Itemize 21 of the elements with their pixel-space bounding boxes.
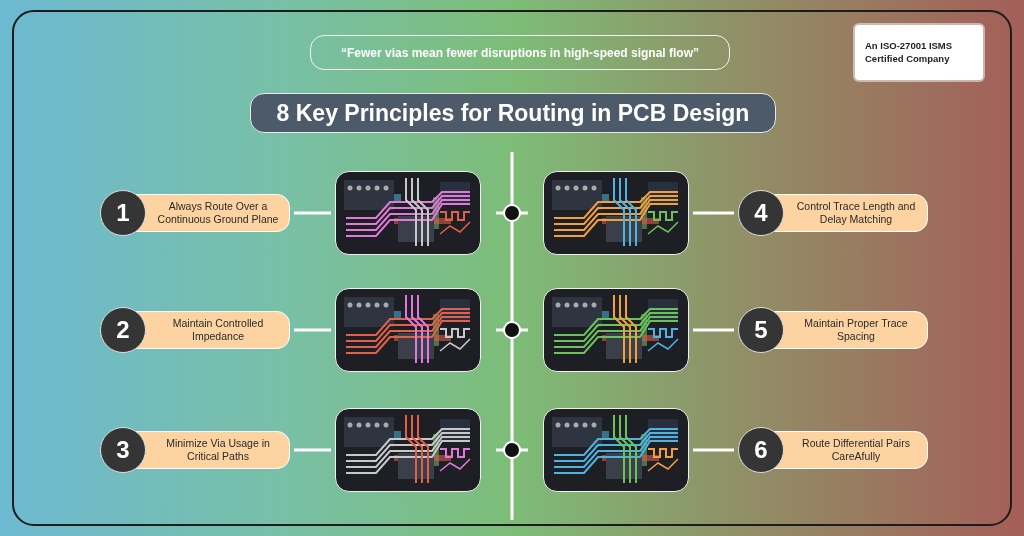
pcb-screenshot-drawing: [335, 408, 481, 492]
connector-line: [294, 448, 331, 452]
connector-line: [693, 211, 734, 215]
step-number: 5: [738, 307, 784, 353]
pcb-screenshot-drawing: [335, 171, 481, 255]
step-number: 2: [100, 307, 146, 353]
connector-line: [294, 211, 331, 215]
quote-box: “Fewer vias mean fewer disruptions in high-speed signal flow”: [310, 35, 730, 70]
title-banner: 8 Key Principles for Routing in PCB Design: [250, 93, 776, 133]
connector-line: [294, 328, 331, 332]
pcb-screenshot-drawing: [335, 288, 481, 372]
step-number: 4: [738, 190, 784, 236]
connector-line: [693, 328, 734, 332]
step-number: 6: [738, 427, 784, 473]
connector-line: [693, 448, 734, 452]
pcb-screenshot-drawing: [543, 408, 689, 492]
step-number: 3: [100, 427, 146, 473]
pcb-screenshot-drawing: [543, 171, 689, 255]
certification-card: An ISO-27001 ISMS Certified Company: [855, 25, 983, 80]
step-number: 1: [100, 190, 146, 236]
pcb-screenshot-drawing: [543, 288, 689, 372]
